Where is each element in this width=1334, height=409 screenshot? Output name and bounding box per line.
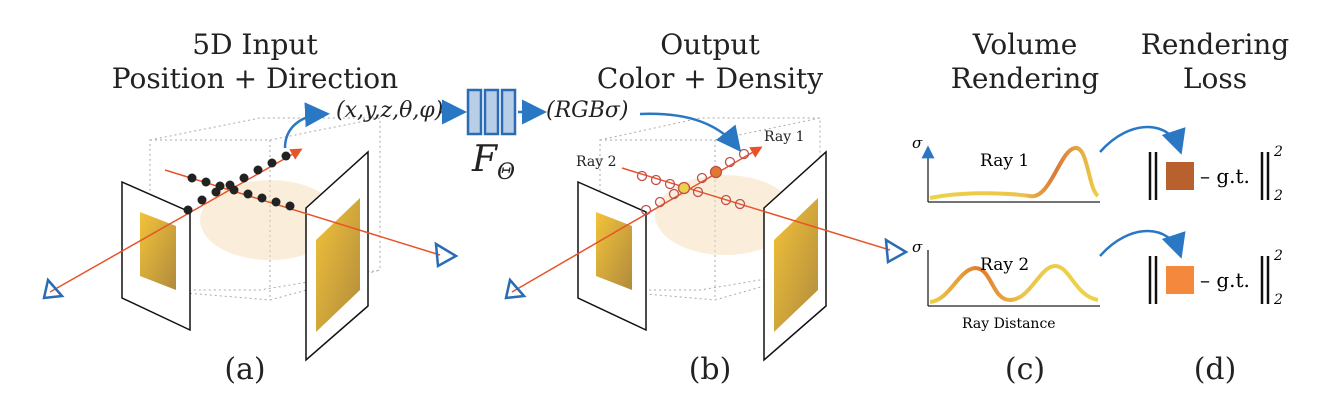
plot-ray1: σ Ray 1 <box>912 134 1100 203</box>
arrow-to-loss-1 <box>1099 125 1186 155</box>
rendered-color-ray2 <box>1166 266 1194 294</box>
camera-icon-right-a <box>434 241 459 269</box>
image-content-left-b <box>596 212 632 290</box>
panel-label-d: (d) <box>1193 352 1237 387</box>
arrow-to-loss-2 <box>1099 229 1186 259</box>
heading-output-line2: Color + Density <box>596 62 824 95</box>
network-block <box>440 88 547 136</box>
loss2-gt-text: – g.t. <box>1200 268 1250 292</box>
loss-ray1: – g.t. 2 2 <box>1148 144 1283 204</box>
plot-ray2: σ Ray 2 Ray Distance <box>912 238 1100 332</box>
panel-a-scene <box>42 102 459 362</box>
camera-icon-left-a <box>42 277 65 300</box>
loss2-superscript: 2 <box>1273 248 1283 264</box>
input-tuple: (x,y,z,θ,φ) <box>336 98 444 123</box>
loss1-subscript: 2 <box>1273 188 1283 204</box>
panel-label-c: (c) <box>1004 352 1046 387</box>
plot2-ray-label: Ray 2 <box>980 255 1029 275</box>
ray-label-2: Ray 2 <box>576 154 616 170</box>
heading-volume-rendering: Volume Rendering <box>930 28 1120 96</box>
plot2-x-axis-label: Ray Distance <box>962 316 1056 332</box>
network-label-theta: Θ <box>496 160 516 186</box>
camera-icon-right-b <box>884 237 909 265</box>
image-content-right-b <box>774 198 818 332</box>
panel-label-a: (a) <box>224 352 266 387</box>
plot1-density-curve <box>929 146 1100 200</box>
object-glow <box>200 180 340 260</box>
rendered-color-ray1 <box>1166 162 1194 190</box>
heading-input-line2: Position + Direction <box>111 62 399 95</box>
panel-label-b: (b) <box>688 352 732 387</box>
sample-point-highlight-yellow <box>677 181 691 195</box>
heading-input-line1: 5D Input <box>192 28 318 61</box>
loss-ray2: – g.t. 2 2 <box>1148 248 1283 308</box>
heading-input: 5D Input Position + Direction <box>110 28 400 96</box>
plot1-sigma-label: σ <box>912 134 923 152</box>
heading-output-line1: Output <box>660 28 760 61</box>
plot2-sigma-label: σ <box>912 238 923 256</box>
loss2-subscript: 2 <box>1273 292 1283 308</box>
ray-label-1: Ray 1 <box>764 129 804 145</box>
output-tuple: (RGBσ) <box>546 98 629 123</box>
camera-icon-left-b <box>504 277 527 300</box>
ray-a-2 <box>164 169 441 256</box>
plot1-ray-label: Ray 1 <box>980 151 1029 171</box>
heading-volume-line1: Volume <box>972 28 1078 61</box>
sample-point-highlight-orange <box>709 165 723 179</box>
sample-points-b <box>636 148 750 216</box>
heading-loss-line1: Rendering <box>1140 28 1290 61</box>
heading-volume-line2: Rendering <box>950 62 1100 95</box>
network-label: FΘ <box>472 140 515 193</box>
heading-rendering-loss: Rendering Loss <box>1120 28 1310 96</box>
image-content-left-a <box>140 212 176 290</box>
plot2-density-curve <box>929 263 1099 304</box>
arrow-to-input <box>283 102 330 149</box>
network-label-f: F <box>472 139 497 180</box>
sample-points-a <box>183 151 295 215</box>
heading-loss-line2: Loss <box>1182 62 1248 95</box>
loss1-superscript: 2 <box>1273 144 1283 160</box>
heading-output: Output Color + Density <box>560 28 860 96</box>
image-content-right-a <box>316 198 360 332</box>
panel-b-scene: Ray 1 Ray 2 <box>504 112 909 362</box>
loss1-gt-text: – g.t. <box>1200 164 1250 188</box>
arrow-to-samples <box>639 112 742 152</box>
